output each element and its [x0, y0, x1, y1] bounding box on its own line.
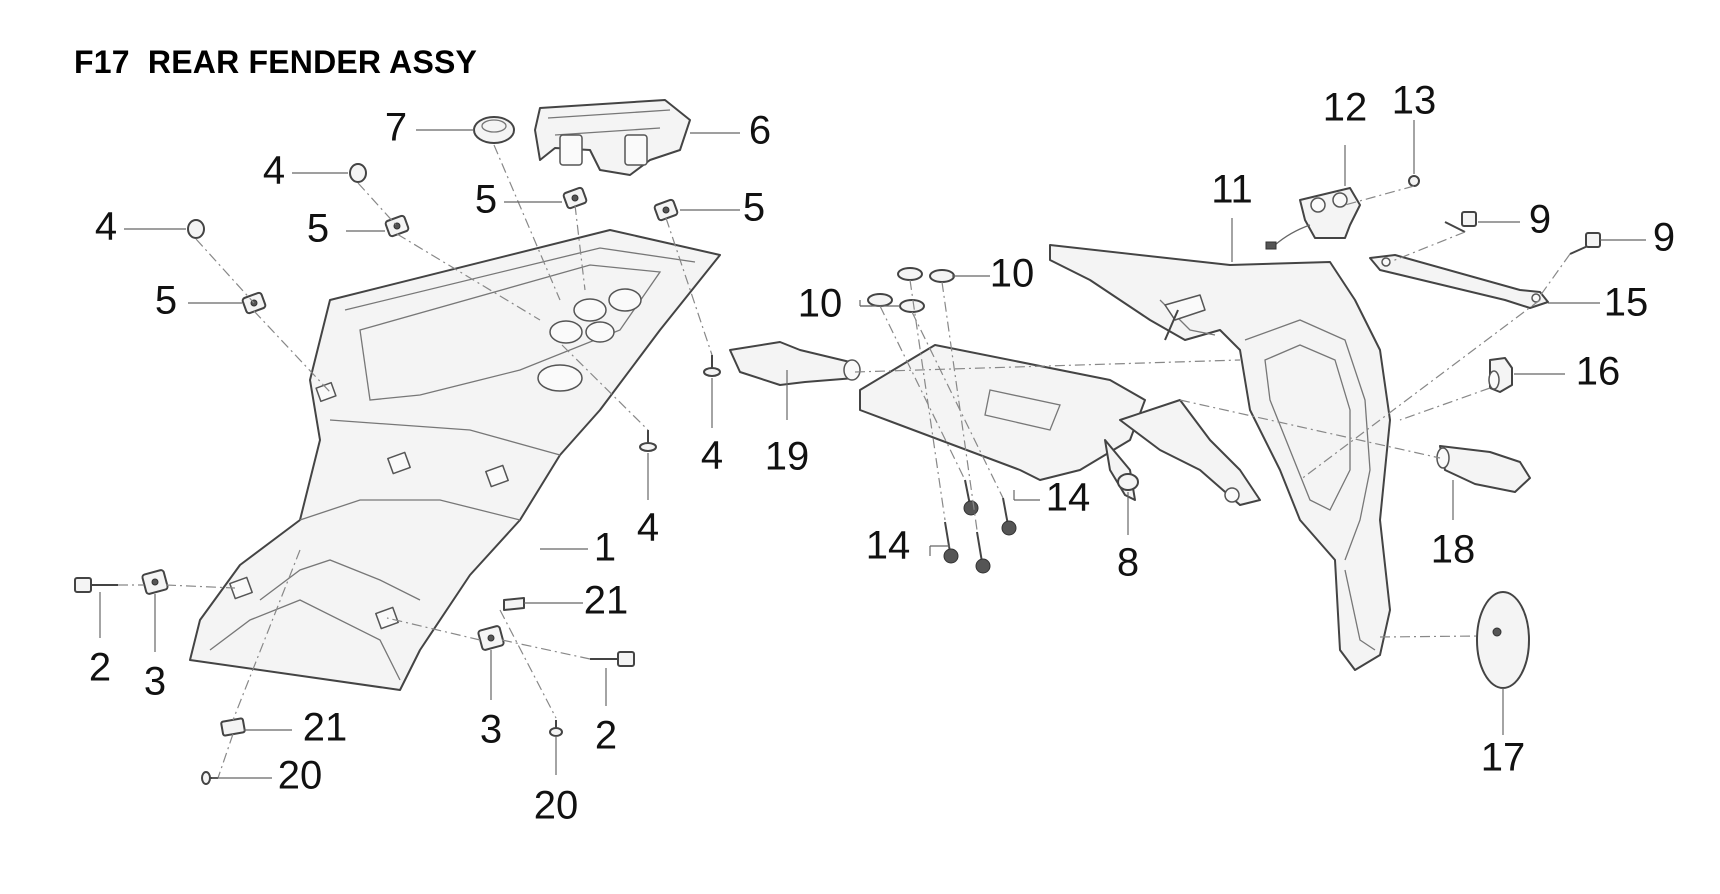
callout-4: 4 [263, 149, 285, 193]
washer-part-10-a [867, 293, 893, 307]
speed-nut-part-5-a [384, 214, 410, 238]
nut-part-3-left [141, 569, 169, 595]
tail-light-cover-part-6 [534, 99, 691, 176]
speed-nut-part-5-d [653, 198, 679, 222]
callout-2: 2 [89, 646, 111, 690]
screw-part-4-lower [639, 430, 657, 452]
callout-9: 9 [1529, 198, 1551, 242]
screw-part-20-right [549, 720, 563, 737]
callout-5: 5 [155, 279, 177, 323]
nut-part-3-right [477, 625, 505, 651]
bolt-part-14-c [943, 521, 959, 564]
callout-19: 19 [765, 435, 810, 479]
callout-16: 16 [1576, 350, 1621, 394]
callout-12: 12 [1323, 86, 1368, 130]
cap-part-4-top [349, 163, 367, 183]
callout-2: 2 [595, 714, 617, 758]
speed-nut-part-5-c [562, 186, 588, 210]
callout-labels: 1 2 2 3 3 4 4 4 4 5 5 5 5 6 7 8 9 9 10 1… [89, 79, 1675, 828]
callout-3: 3 [144, 660, 166, 704]
clip-part-21-lower [220, 717, 246, 737]
page-title: F17 REAR FENDER ASSY [74, 44, 478, 80]
bolt-part-14-d [975, 531, 991, 574]
turn-signal-part-18 [1436, 445, 1531, 493]
callout-7: 7 [385, 106, 407, 150]
callout-21: 21 [584, 579, 629, 623]
callout-14: 14 [1046, 476, 1091, 520]
callout-11: 11 [1211, 168, 1253, 212]
bolt-part-9-b [1569, 232, 1601, 255]
assembly-lines [118, 144, 1571, 779]
callout-10: 10 [798, 282, 843, 326]
callout-3: 3 [480, 708, 502, 752]
callout-5: 5 [307, 207, 329, 251]
cap-part-4-left [187, 219, 205, 239]
callout-4: 4 [701, 434, 723, 478]
callout-14: 14 [866, 524, 911, 568]
callout-18: 18 [1431, 528, 1476, 572]
license-light-part-12 [1265, 187, 1361, 250]
callout-5: 5 [743, 186, 765, 230]
rear-fender-part-1 [189, 229, 721, 691]
callout-20: 20 [278, 754, 323, 798]
bushing-part-8 [1117, 473, 1139, 491]
callout-8: 8 [1117, 541, 1139, 585]
callout-4: 4 [637, 506, 659, 550]
bolt-part-14-a [963, 479, 979, 516]
license-plate-holder-part-11 [1049, 244, 1391, 671]
callout-10: 10 [990, 252, 1035, 296]
callout-21: 21 [303, 706, 348, 750]
bolt-part-2-right [590, 651, 635, 667]
washer-part-10-b [899, 299, 925, 313]
screw-part-4-middle [703, 355, 721, 377]
turn-signal-part-19 [729, 341, 861, 386]
callout-20: 20 [534, 784, 579, 828]
callout-15: 15 [1604, 281, 1649, 325]
bracket-part-15 [1369, 254, 1549, 309]
callout-13: 13 [1392, 79, 1437, 123]
bolt-part-2-left [74, 577, 118, 593]
bolt-part-14-b [1001, 497, 1017, 536]
reflector-part-17 [1476, 591, 1530, 689]
callout-1: 1 [594, 526, 616, 570]
callout-4: 4 [95, 205, 117, 249]
grommet-part-7 [473, 116, 515, 144]
leader-lines [99, 120, 1646, 779]
washer-part-10-d [929, 269, 955, 283]
callout-6: 6 [749, 109, 771, 153]
callout-9: 9 [1653, 216, 1675, 260]
cap-part-16 [1488, 357, 1513, 393]
callout-17: 17 [1481, 736, 1526, 780]
clip-part-21-upper [503, 597, 525, 611]
washer-part-10-c [897, 267, 923, 281]
screw-part-13 [1408, 175, 1420, 187]
bolt-part-9-a [1444, 211, 1477, 233]
callout-5: 5 [475, 178, 497, 222]
